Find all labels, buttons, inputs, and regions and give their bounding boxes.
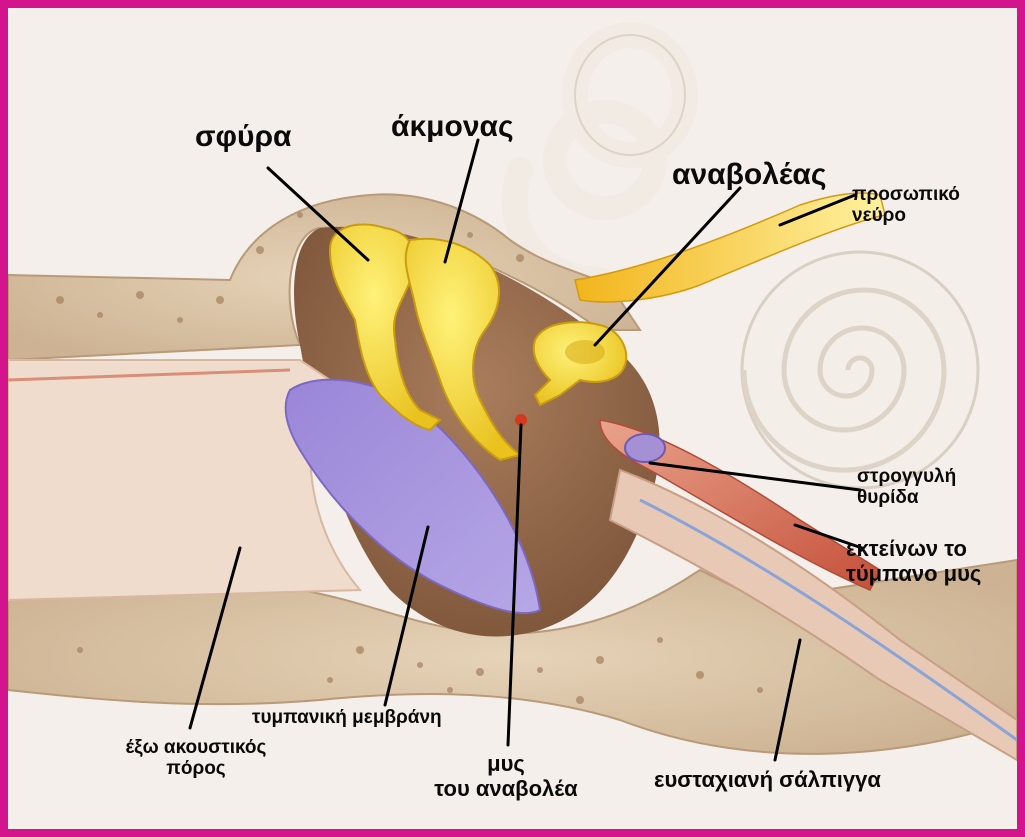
label-eustachian-tube: ευσταχιανή σάλπιγγα [654,768,881,793]
label-round-window-line1: στρογγυλή [857,466,956,487]
cochlea [742,252,978,488]
label-facial-nerve-line1: προσωπικό [852,184,960,205]
label-tympanic-membrane: τυμπανική μεμβράνη [252,707,442,728]
label-ear-canal-line1: έξω ακουστικός [106,737,286,758]
label-incus: άκμονας [391,110,514,144]
label-stapedius: μυς του αναβολέα [416,752,596,801]
label-stapedius-line2: του αναβολέα [416,777,596,802]
label-round-window: στρογγυλή θυρίδα [857,466,956,509]
label-facial-nerve: προσωπικό νεύρο [852,184,960,227]
label-stapes: αναβολέας [672,158,826,192]
label-round-window-line2: θυρίδα [857,487,956,508]
label-tensor-tympani: εκτείνων το τύμπανο μυς [846,537,981,586]
label-tensor-tympani-line2: τύμπανο μυς [846,562,981,587]
label-ear-canal-line2: πόρος [106,758,286,779]
label-ear-canal: έξω ακουστικός πόρος [106,737,286,780]
round-window-shape [625,434,665,462]
label-stapedius-line1: μυς [416,752,596,777]
semicircular-canals [515,35,685,280]
label-malleus: σφύρα [195,120,291,154]
diagram-frame: σφύρα άκμονας αναβολέας προσωπικό νεύρο … [8,8,1017,829]
label-facial-nerve-line2: νεύρο [852,205,960,226]
label-tensor-tympani-line1: εκτείνων το [846,537,981,562]
